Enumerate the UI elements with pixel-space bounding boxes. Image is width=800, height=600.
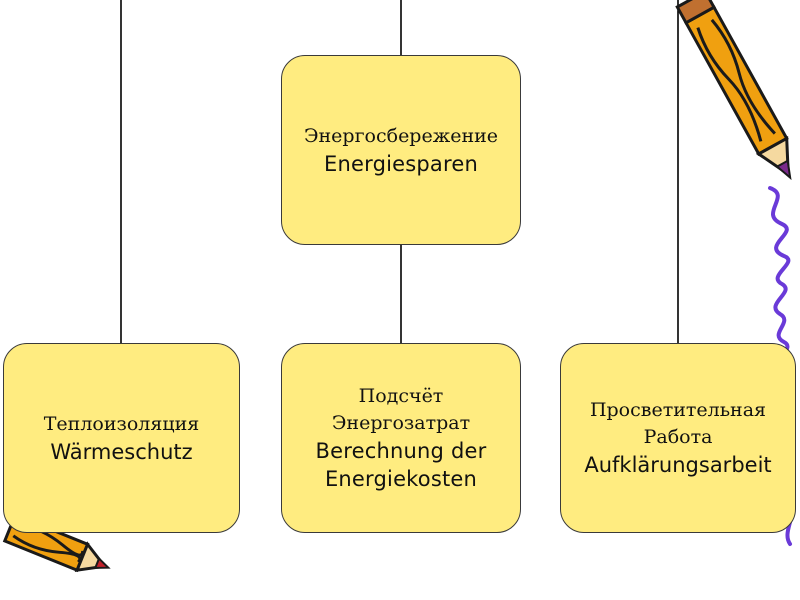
- node-energy-cost-ru-line2: Энергозатрат: [332, 410, 470, 437]
- node-energy-cost-de-line1: Berechnung der: [316, 437, 487, 465]
- node-outreach-ru-line1: Просветительная: [590, 397, 766, 424]
- node-energy-saving-de: Energiesparen: [324, 150, 478, 178]
- node-energy-cost-de-line2: Energiekosten: [325, 465, 477, 493]
- node-thermal-insulation: Теплоизоляция Wärmeschutz: [3, 343, 240, 533]
- node-thermal-insulation-ru: Теплоизоляция: [44, 411, 199, 438]
- node-energy-saving-ru: Энергосбережение: [304, 123, 498, 150]
- node-outreach-ru-line2: Работа: [644, 424, 713, 451]
- node-energy-cost-calculation: Подсчёт Энергозатрат Berechnung der Ener…: [281, 343, 521, 533]
- pencil-icon: [677, 0, 800, 185]
- node-thermal-insulation-de: Wärmeschutz: [50, 438, 192, 466]
- node-outreach-work: Просветительная Работа Aufklärungsarbeit: [560, 343, 796, 533]
- node-outreach-de: Aufklärungsarbeit: [584, 451, 771, 479]
- node-energy-saving: Энергосбережение Energiesparen: [281, 55, 521, 245]
- node-energy-cost-ru-line1: Подсчёт: [359, 383, 444, 410]
